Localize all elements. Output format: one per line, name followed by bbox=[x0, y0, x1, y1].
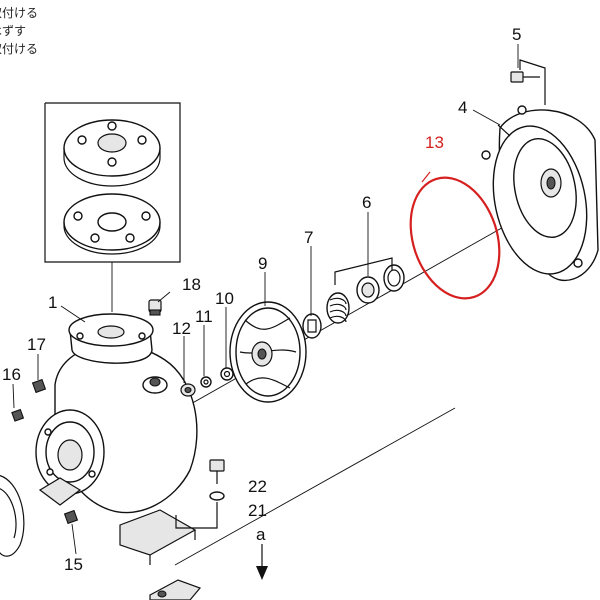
callout-5: 5 bbox=[512, 25, 521, 44]
casing-cover bbox=[481, 105, 599, 281]
callout-1: 1 bbox=[48, 293, 57, 312]
callout-10: 10 bbox=[215, 289, 234, 308]
arrow-a bbox=[256, 544, 268, 580]
washer-21 bbox=[175, 491, 225, 529]
bolt-5 bbox=[510, 59, 546, 105]
callout-7: 7 bbox=[304, 228, 313, 247]
flange-gasket bbox=[63, 193, 161, 255]
callout-9: 9 bbox=[258, 254, 267, 273]
plug-17 bbox=[31, 378, 47, 394]
callout-4: 4 bbox=[458, 98, 467, 117]
callout-21: 21 bbox=[248, 501, 267, 520]
callout-15: 15 bbox=[64, 555, 83, 574]
shim-7 bbox=[302, 313, 322, 339]
plug-18 bbox=[148, 299, 162, 316]
callout-12: 12 bbox=[172, 319, 191, 338]
base-plate bbox=[149, 579, 202, 600]
impeller bbox=[229, 301, 307, 403]
washer-11 bbox=[200, 376, 212, 388]
callout-13: 13 bbox=[425, 133, 444, 152]
pump-casing bbox=[35, 313, 198, 565]
callout-18: 18 bbox=[182, 275, 201, 294]
callout-6: 6 bbox=[362, 193, 371, 212]
header-note-3: 取付ける bbox=[0, 42, 38, 56]
mechanical-seal bbox=[326, 257, 405, 324]
callout-a: a bbox=[256, 525, 266, 544]
plug-16 bbox=[11, 408, 25, 422]
bolt-22 bbox=[209, 459, 225, 484]
plug-15 bbox=[63, 509, 79, 525]
o-ring-13 bbox=[409, 171, 501, 300]
leader-lines bbox=[12, 44, 519, 555]
suction-gasket-partial bbox=[0, 475, 25, 557]
header-note-1: 取付ける bbox=[0, 6, 38, 20]
callout-17: 17 bbox=[27, 335, 46, 354]
header-note-2: はずす bbox=[0, 24, 26, 38]
washer-10 bbox=[220, 367, 234, 381]
companion-flange bbox=[63, 119, 161, 187]
flange-detail-group bbox=[44, 102, 181, 312]
callout-22: 22 bbox=[248, 477, 267, 496]
callout-11: 11 bbox=[195, 307, 213, 326]
nut-12 bbox=[180, 383, 196, 397]
callout-16: 16 bbox=[2, 365, 21, 384]
